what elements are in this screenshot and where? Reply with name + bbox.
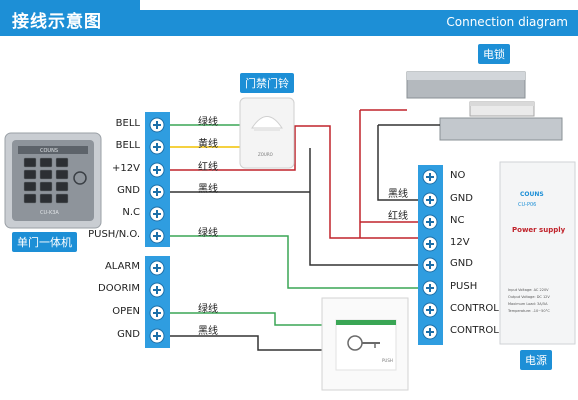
wire-12v-red bbox=[170, 125, 418, 239]
reader-brand-text: COUNS bbox=[40, 148, 58, 154]
left-terminal-lower-label-2: OPEN bbox=[112, 306, 140, 317]
wire-label-power-black: 黑线 bbox=[198, 184, 218, 195]
wire-label-bell-yellow: 黄线 bbox=[198, 139, 218, 150]
right-terminal-label-7: CONTROL bbox=[450, 325, 499, 336]
left-terminal-block-upper bbox=[145, 112, 170, 247]
power-caption: 电源 bbox=[520, 350, 552, 370]
left-terminal-label-3: GND bbox=[117, 185, 140, 196]
left-terminal-label-4: N.C bbox=[122, 207, 140, 218]
access-reader: COUNS CU-K3A bbox=[4, 132, 102, 229]
doorbell-label: ZOURO bbox=[258, 152, 273, 157]
reader-model-text: CU-K3A bbox=[40, 210, 59, 216]
header-subtitle-block: Connection diagram bbox=[140, 10, 578, 36]
wire-label-open-green: 绿线 bbox=[198, 304, 218, 315]
right-terminal-label-0: NO bbox=[450, 170, 466, 181]
right-terminal-label-5: PUSH bbox=[450, 281, 478, 292]
left-terminal-label-5: PUSH/N.O. bbox=[88, 229, 140, 240]
right-terminal-label-2: NC bbox=[450, 215, 465, 226]
wire-open-black bbox=[170, 335, 330, 351]
right-terminal-label-4: GND bbox=[450, 258, 473, 269]
header-bar: 接线示意图 Connection diagram bbox=[0, 0, 578, 36]
wire-label-push-green: 绿线 bbox=[198, 228, 218, 239]
doorbell-device: ZOURO bbox=[239, 97, 295, 169]
wire-label-bell-green: 绿线 bbox=[198, 117, 218, 128]
wire-label-lock-red: 红线 bbox=[388, 211, 408, 222]
header-title-block: 接线示意图 bbox=[0, 0, 140, 36]
electric-lock bbox=[360, 71, 563, 141]
left-terminal-lower-label-3: GND bbox=[117, 329, 140, 340]
wire-gnd-black bbox=[170, 148, 418, 266]
reader-caption: 单门一体机 bbox=[12, 232, 77, 252]
lock-caption: 电锁 bbox=[478, 44, 510, 64]
power-brand-text: COUNS bbox=[520, 191, 544, 198]
power-model-text: CU-P06 bbox=[518, 202, 536, 208]
power-supply: COUNS CU-P06 Power supply Input Voltage:… bbox=[499, 161, 576, 345]
wire-label-power-red: 红线 bbox=[198, 162, 218, 173]
power-spec-2: Output Voltage: DC 12V bbox=[508, 295, 550, 299]
left-terminal-label-1: BELL bbox=[115, 140, 140, 151]
diagram-title-en: Connection diagram bbox=[446, 15, 568, 29]
power-spec-3: Maximum Load: 3A/5A bbox=[508, 302, 548, 306]
wire-label-lock-black: 黑线 bbox=[388, 189, 408, 200]
left-terminal-label-0: BELL bbox=[115, 118, 140, 129]
right-terminal-label-1: GND bbox=[450, 193, 473, 204]
left-terminal-lower-label-0: ALARM bbox=[104, 261, 140, 272]
right-terminal-label-3: 12V bbox=[450, 237, 470, 248]
doorbell-caption: 门禁门铃 bbox=[240, 73, 294, 93]
button-label: PUSH bbox=[382, 358, 393, 363]
power-title-text: Power supply bbox=[512, 226, 566, 234]
diagram-title-cn: 接线示意图 bbox=[12, 12, 102, 32]
left-terminal-label-2: +12V bbox=[112, 163, 140, 174]
wire-label-open-black: 黑线 bbox=[198, 326, 218, 337]
right-terminal-block bbox=[418, 165, 443, 345]
left-terminal-lower-label-1: DOORIM bbox=[98, 283, 140, 294]
right-terminal-label-6: CONTROL bbox=[450, 303, 499, 314]
power-spec-4: Temperature: -10~50°C bbox=[507, 309, 550, 313]
wire-open-green bbox=[170, 312, 330, 326]
power-spec-1: Input Voltage: AC 220V bbox=[508, 288, 549, 292]
exit-button: PUSH bbox=[321, 297, 409, 391]
wire-lock-black bbox=[377, 125, 418, 201]
wire-push-green bbox=[170, 235, 418, 289]
